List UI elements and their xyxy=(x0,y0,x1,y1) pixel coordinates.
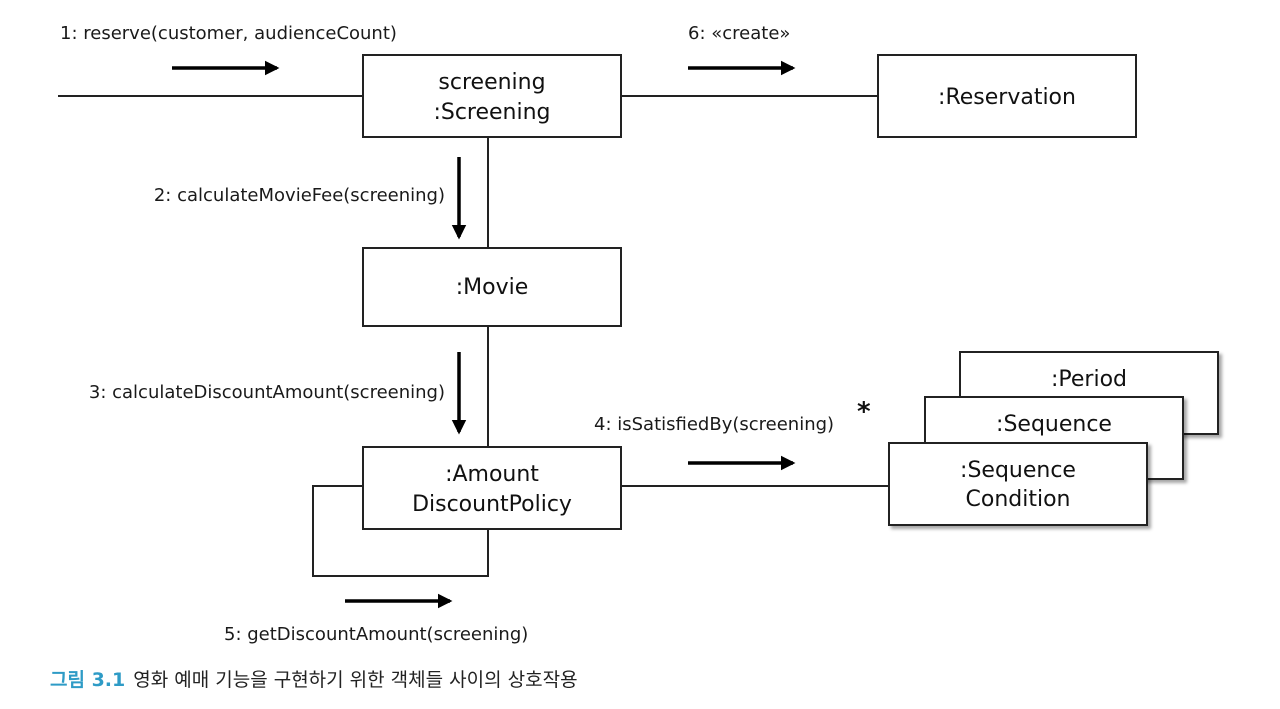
message-1-label: 1: reserve(customer, audienceCount) xyxy=(60,23,397,44)
sequence-condition-name-text: :Sequence xyxy=(960,458,1076,483)
message-4-label: 4: isSatisfiedBy(screening) xyxy=(594,414,834,435)
screening-class-text: :Screening xyxy=(433,100,550,125)
self-call-loop xyxy=(312,485,489,577)
policy-class-text: DiscountPolicy xyxy=(412,492,572,517)
message-labels: 1: reserve(customer, audienceCount) 6: «… xyxy=(60,23,871,645)
policy-box xyxy=(362,446,622,530)
figure-number: 그림 3.1 xyxy=(50,669,126,691)
policy-name-text: :Amount xyxy=(445,462,539,487)
screening-box xyxy=(362,54,622,138)
multiplicity-star: * xyxy=(857,397,871,427)
message-5-label: 5: getDiscountAmount(screening) xyxy=(224,624,528,645)
reservation-box xyxy=(877,54,1137,138)
sequence-condition-class-text: Condition xyxy=(966,487,1071,512)
connection-lines xyxy=(58,95,889,577)
figure-caption: 그림 3.1 영화 예매 기능을 구현하기 위한 객체들 사이의 상호작용 xyxy=(50,666,578,694)
movie-box xyxy=(362,247,622,327)
movie-class-text: :Movie xyxy=(456,275,529,300)
sequence-class-text: :Sequence xyxy=(996,412,1112,437)
reservation-class-text: :Reservation xyxy=(938,85,1076,110)
screening-name-text: screening xyxy=(438,70,545,95)
message-3-label: 3: calculateDiscountAmount(screening) xyxy=(89,382,445,403)
movie-object: :Movie xyxy=(362,247,622,327)
message-2-label: 2: calculateMovieFee(screening) xyxy=(154,185,445,206)
message-arrows xyxy=(172,60,796,609)
figure-caption-text: 영화 예매 기능을 구현하기 위한 객체들 사이의 상호작용 xyxy=(133,669,578,691)
sequence-condition-box xyxy=(888,442,1148,526)
message-6-label: 6: «create» xyxy=(688,23,790,44)
period-class-text: :Period xyxy=(1051,367,1127,392)
reservation-object: :Reservation xyxy=(877,54,1137,138)
policy-object: :Amount DiscountPolicy xyxy=(362,446,622,530)
sequence-condition-object: :Sequence Condition xyxy=(888,442,1148,526)
screening-object: screening :Screening xyxy=(362,54,622,138)
